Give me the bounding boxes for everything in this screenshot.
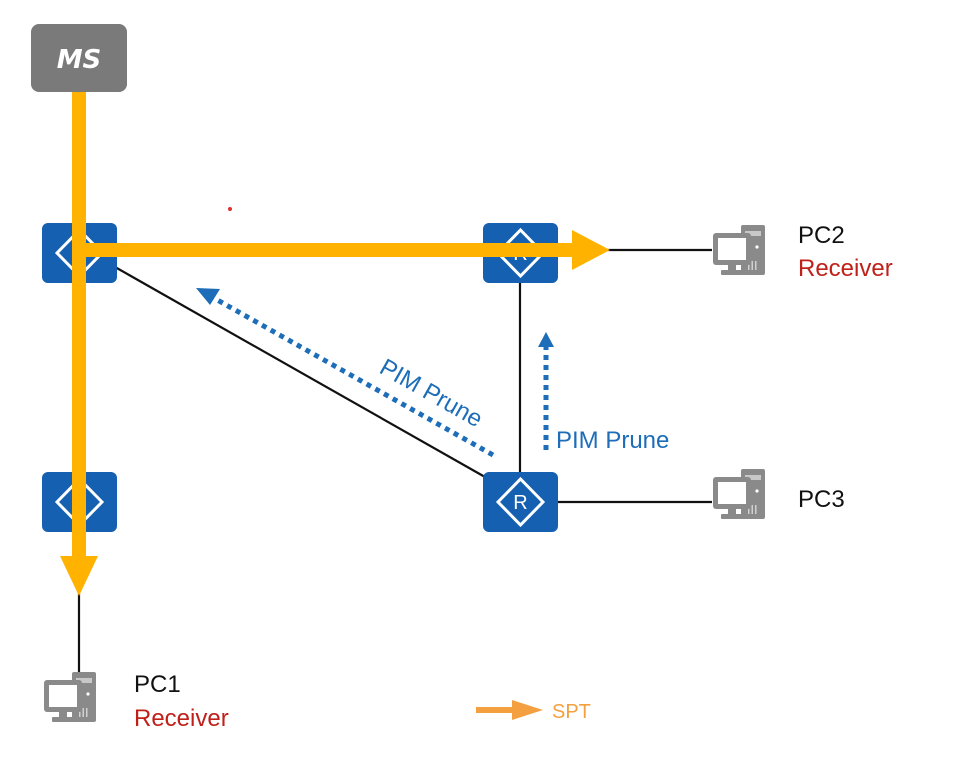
stray-dot bbox=[228, 207, 232, 211]
pc2-name: PC2 bbox=[798, 222, 845, 249]
pc2[interactable] bbox=[713, 225, 765, 275]
link-topleft-bottomright bbox=[114, 266, 486, 478]
legend: SPT bbox=[476, 700, 591, 723]
spt-arrowhead-right bbox=[572, 230, 610, 270]
pc1-role: Receiver bbox=[134, 705, 229, 732]
spt-arrowhead-down bbox=[60, 556, 98, 596]
svg-text:R: R bbox=[513, 492, 527, 514]
pc1-name: PC1 bbox=[134, 671, 181, 698]
arrowhead-icon bbox=[196, 288, 220, 305]
pc1[interactable] bbox=[44, 672, 96, 722]
legend-arrowhead-icon bbox=[512, 700, 543, 720]
pim-prune-diagonal-arrow bbox=[196, 288, 495, 458]
router-icon: R bbox=[495, 476, 546, 528]
pc-icon bbox=[44, 672, 96, 722]
arrowhead-icon bbox=[538, 332, 554, 347]
source-label: MS bbox=[57, 45, 102, 75]
spt-horizontal-shaft bbox=[79, 243, 575, 257]
spt-paths bbox=[60, 92, 610, 596]
pim-prune-vertical-label: PIM Prune bbox=[556, 427, 669, 454]
pc3[interactable] bbox=[713, 469, 765, 519]
legend-label: SPT bbox=[552, 701, 591, 723]
links bbox=[77, 248, 712, 678]
pc3-name: PC3 bbox=[798, 486, 845, 513]
spt-vertical-shaft bbox=[72, 92, 86, 560]
pim-prune-vertical-arrow bbox=[538, 332, 554, 450]
legend-arrow-shaft bbox=[476, 707, 514, 713]
multicast-source[interactable]: MS bbox=[31, 24, 127, 92]
pc-icon bbox=[713, 225, 765, 275]
router-bottom-right[interactable]: R bbox=[483, 472, 558, 532]
pc2-role: Receiver bbox=[798, 255, 893, 282]
pc-icon bbox=[713, 469, 765, 519]
